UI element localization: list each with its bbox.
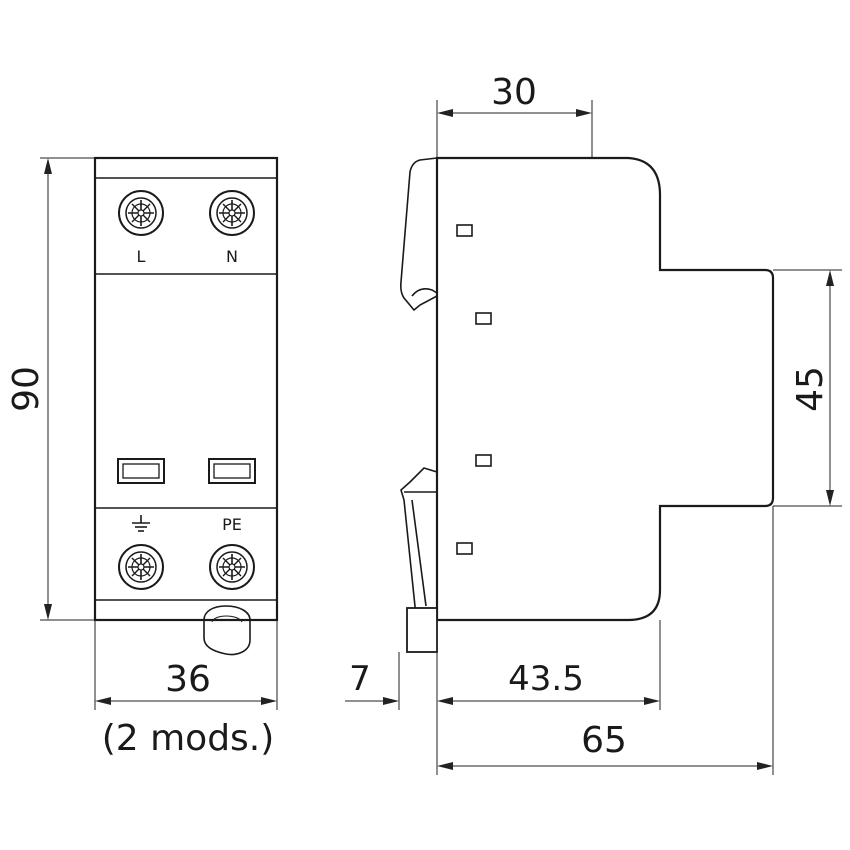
terminal-label-pe: PE	[222, 515, 242, 534]
dim-43-5-label: 43.5	[508, 659, 584, 699]
terminal-screw-icon	[209, 190, 255, 236]
side-bottom-dimensions: 7 43.5 65	[345, 506, 774, 775]
top-latch-hook	[411, 288, 438, 297]
terminal-screw-icon	[209, 544, 255, 590]
bottom-latch	[400, 467, 438, 621]
side-body-outline	[435, 156, 775, 622]
dim-45-label: 45	[790, 366, 831, 412]
front-body-outline	[93, 156, 279, 622]
vent-slot	[475, 312, 492, 325]
din-clip	[203, 605, 251, 656]
bottom-latch-detail	[404, 491, 437, 607]
front-width-dimension: 36 (2 mods.)	[94, 620, 278, 759]
front-height-dimension: 90	[6, 157, 95, 621]
modules-note-label: (2 mods.)	[102, 718, 275, 759]
side-45-dimension: 45	[773, 269, 842, 507]
side-view	[400, 156, 775, 653]
status-window-left	[117, 458, 165, 484]
dim-30-label: 30	[491, 72, 537, 113]
front-view: L N PE	[93, 156, 279, 656]
terminal-label-n: N	[226, 247, 238, 266]
vent-slot	[456, 542, 473, 555]
terminal-screw-icon	[118, 190, 164, 236]
status-window-right	[208, 458, 256, 484]
vent-slot	[456, 224, 473, 237]
dim-65-label: 65	[581, 720, 627, 761]
vent-slot	[475, 454, 492, 467]
top-latch	[400, 157, 438, 312]
dim-7-label: 7	[349, 659, 371, 699]
height-90-label: 90	[6, 366, 47, 412]
width-36-label: 36	[165, 659, 211, 700]
din-rail-foot	[406, 607, 438, 653]
terminal-label-l: L	[137, 247, 146, 266]
din-clip-detail	[211, 615, 243, 623]
ground-symbol-icon	[132, 515, 150, 532]
side-top-dimension: 30	[436, 72, 593, 158]
terminal-screw-icon	[118, 544, 164, 590]
